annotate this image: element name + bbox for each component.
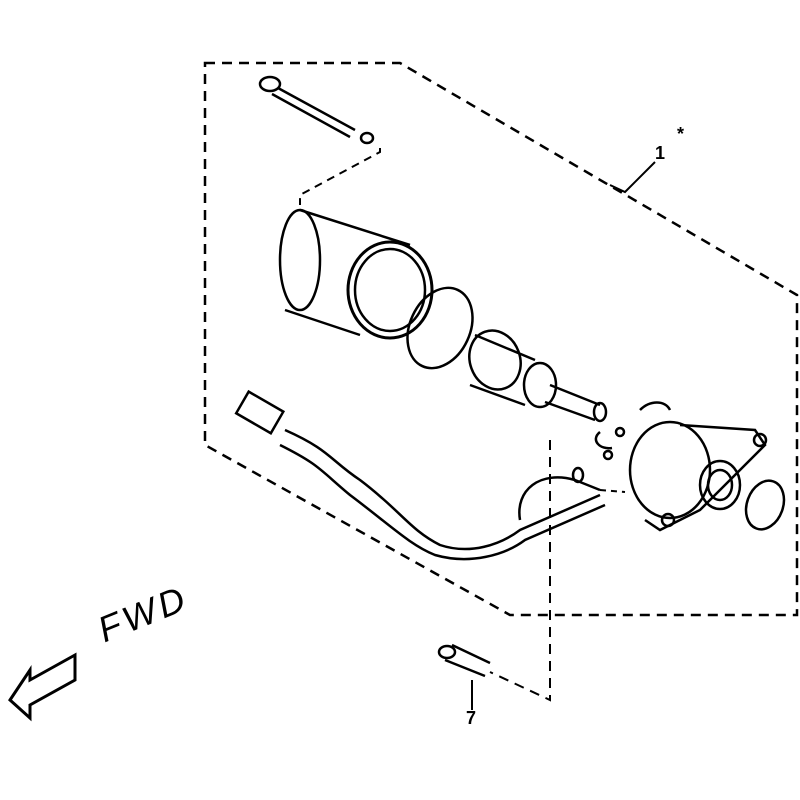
front-cover <box>628 420 768 532</box>
brush-clips <box>594 401 672 461</box>
armature <box>468 329 608 423</box>
yoke-housing <box>278 208 434 340</box>
callout-part-1: 1 <box>655 143 666 163</box>
through-bolt <box>258 75 381 205</box>
callout-part-1-mark: * <box>677 124 685 144</box>
callout-part-7: 7 <box>466 708 477 728</box>
o-ring-rear <box>744 479 786 531</box>
starter-cable <box>234 389 626 561</box>
assembly-boundary <box>203 61 799 617</box>
mounting-bolt <box>437 440 551 710</box>
o-ring-front <box>406 286 474 370</box>
fwd-arrow-icon <box>8 652 77 722</box>
callout-1-leader <box>609 161 656 194</box>
